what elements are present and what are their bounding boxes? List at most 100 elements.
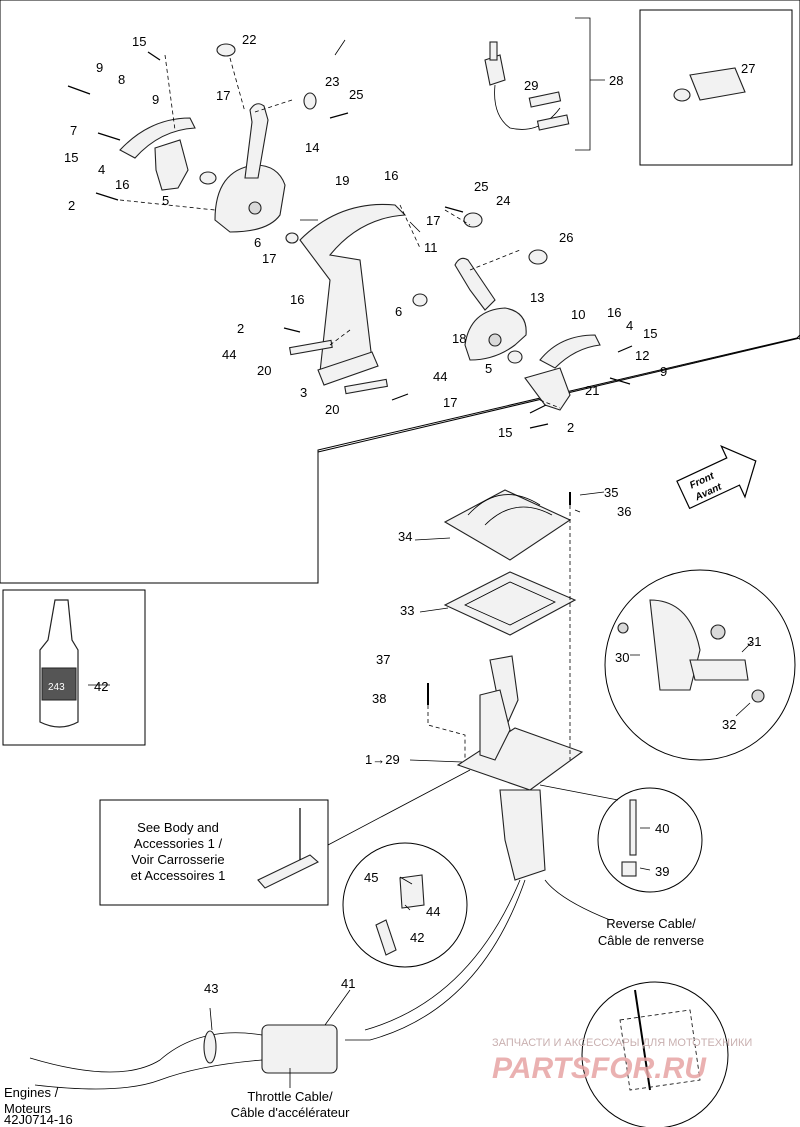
note-line: Voir Carrosserie (131, 852, 224, 867)
callout: 28 (609, 73, 623, 88)
callout: 4 (98, 162, 105, 177)
cover-14 (214, 164, 286, 233)
leader-lines (88, 39, 753, 1088)
nut-32 (751, 689, 765, 703)
loctite-number: 243 (48, 682, 65, 693)
callout: 19 (335, 173, 349, 188)
callout: 36 (617, 504, 631, 519)
callout: 32 (722, 717, 736, 732)
bracket-28 (575, 17, 605, 151)
cover-13-hub (488, 333, 502, 347)
callout: 18 (452, 331, 466, 346)
throttle-cable-label-fr: Câble d'accélérateur (231, 1105, 350, 1120)
body-note-text: See Body and Accessories 1 / Voir Carros… (131, 820, 226, 883)
callout: 44 (222, 347, 236, 362)
cover-34-ridges (467, 494, 553, 526)
shim-20-b (344, 378, 389, 395)
ring-22 (216, 43, 236, 57)
handle-14 (244, 103, 269, 179)
reverse-rod (634, 989, 651, 1091)
callout: 25 (474, 179, 488, 194)
assembly-lines (119, 54, 561, 409)
detail-circle-tie (597, 787, 703, 893)
callout: 17 (262, 251, 276, 266)
screws-top (67, 51, 633, 429)
callout: 22 (242, 32, 256, 47)
callout: 37 (376, 652, 390, 667)
callout: 8 (118, 72, 125, 87)
cap-26 (528, 249, 548, 265)
diagram-code: 42J0714-16 (4, 1112, 73, 1127)
callout: 21 (585, 383, 599, 398)
callout: 30 (615, 650, 629, 665)
bolt-30 (617, 622, 629, 634)
note-box (99, 799, 329, 906)
note-line: et Accessoires 1 (131, 868, 226, 883)
reverse-cable-label-fr: Câble de renverse (598, 933, 704, 948)
gasket-33 (443, 571, 577, 636)
callouts-bottom: 35 36 34 33 37 38 1→29 30 31 32 40 39 45… (94, 485, 761, 996)
mount-39 (621, 861, 637, 877)
washer-24 (463, 212, 483, 228)
callout: 3 (300, 385, 307, 400)
control-base-1 (456, 727, 584, 791)
callout: 44 (433, 369, 447, 384)
callout: 2 (68, 198, 75, 213)
callout: 17 (443, 395, 457, 410)
box-27 (639, 9, 793, 166)
column-3-base (317, 351, 379, 386)
callout: 45 (364, 870, 378, 885)
connector-42 (375, 919, 397, 956)
callout: 23 (325, 74, 339, 89)
callout: 26 (559, 230, 573, 245)
callout: 33 (400, 603, 414, 618)
washer-5-left (199, 171, 217, 185)
callout: 5 (485, 361, 492, 376)
callout: 11 (424, 240, 438, 255)
callout: 13 (530, 290, 544, 305)
callout: 44 (426, 904, 440, 919)
note-line: See Body and (137, 820, 219, 835)
loctite-label (41, 667, 77, 701)
callout: 14 (305, 140, 319, 155)
callout: 38 (372, 691, 386, 706)
callout: 43 (204, 981, 218, 996)
callout: 10 (571, 307, 585, 322)
callout: 4 (626, 318, 633, 333)
callout: 27 (741, 61, 755, 76)
callout: 16 (607, 305, 621, 320)
gasket-33-inner (464, 581, 556, 626)
cable-left-2 (34, 1059, 263, 1090)
detail-circle-linkage (604, 569, 796, 761)
bracket-4-left (119, 117, 196, 159)
switch-28-stem (489, 41, 498, 61)
callout: 31 (747, 634, 761, 649)
callout: 35 (604, 485, 618, 500)
part-27-knob (673, 88, 691, 102)
loctite-bottle (39, 599, 79, 728)
washer-6-b (412, 293, 428, 307)
dash-center (427, 505, 571, 760)
connector-29-a (528, 91, 562, 108)
callout: 5 (162, 193, 169, 208)
callout: 41 (341, 976, 355, 991)
note-plate (257, 854, 319, 889)
washer-23 (303, 92, 317, 110)
callout: 29 (524, 78, 538, 93)
cable-main (345, 879, 526, 1041)
cable-main-2 (364, 879, 521, 1031)
callout: 20 (325, 402, 339, 417)
clamp-43 (203, 1030, 217, 1064)
box-42-loctite (2, 589, 146, 746)
callout: 12 (635, 348, 649, 363)
cable-left (29, 1032, 263, 1073)
reverse-cable-label: Reverse Cable/ (606, 916, 696, 931)
engines-label-fr: Moteurs (4, 1101, 51, 1116)
control-body (499, 789, 546, 881)
linkage-pin (710, 624, 726, 640)
bracket-44 (399, 874, 425, 909)
callout: 20 (257, 363, 271, 378)
callout: 17 (216, 88, 230, 103)
callout: 9 (96, 60, 103, 75)
